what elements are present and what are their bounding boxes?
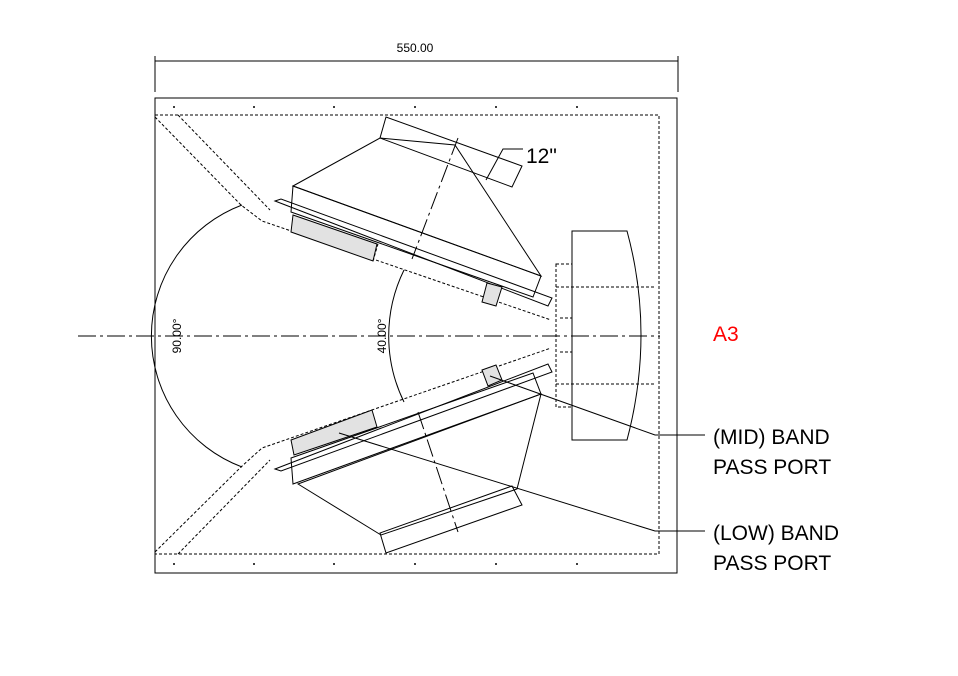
angle-arcs: 90.00° 40.00°	[150, 204, 405, 468]
fastener-dots-bottom	[173, 563, 578, 565]
top-dimension: 550.00	[154, 41, 679, 92]
low-port-label-1: (LOW) BAND	[713, 522, 839, 545]
driver-label-group: 12"	[485, 145, 557, 181]
low-port-callout: (LOW) BAND PASS PORT	[338, 432, 839, 575]
lower-driver	[273, 363, 553, 554]
angle-inner-text: 40.00°	[375, 318, 389, 353]
upper-mid-port	[481, 282, 503, 307]
mid-port-label-2: PASS PORT	[713, 456, 831, 479]
driver-size-label: 12"	[526, 145, 557, 168]
dimension-text: 550.00	[397, 41, 434, 55]
mid-port-callout: (MID) BAND PASS PORT	[489, 375, 831, 479]
angle-outer-text: 90.00°	[170, 318, 184, 353]
mid-high-horn	[555, 230, 654, 441]
lower-horn-wall	[154, 347, 552, 555]
fastener-dots-top	[173, 106, 578, 108]
low-port-label-2: PASS PORT	[713, 552, 831, 575]
sheet-label: A3	[713, 323, 739, 346]
upper-driver	[273, 116, 553, 307]
cabinet-outline	[154, 97, 678, 574]
lower-low-port	[290, 409, 378, 456]
upper-horn-wall	[154, 114, 552, 321]
mid-port-label-1: (MID) BAND	[713, 426, 830, 449]
